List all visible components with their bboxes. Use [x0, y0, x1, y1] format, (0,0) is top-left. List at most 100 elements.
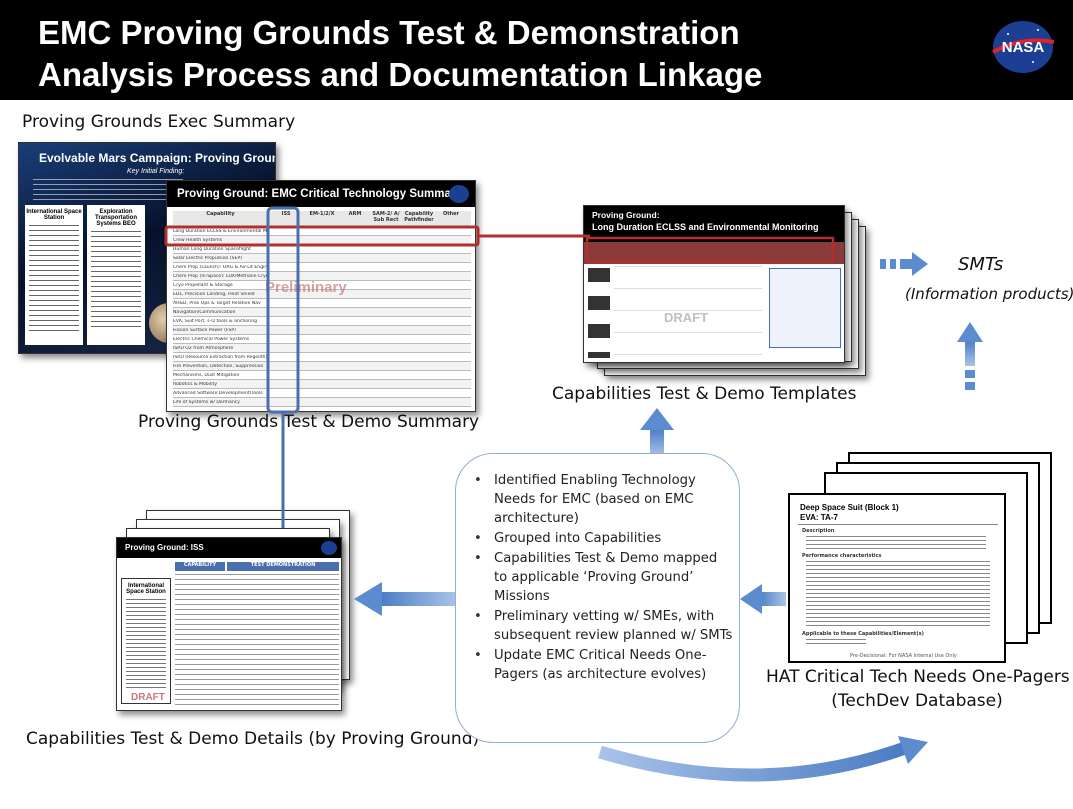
preliminary-watermark: Preliminary — [265, 279, 347, 296]
process-step: Identified Enabling Technology Needs for… — [472, 471, 734, 528]
template-side-panel — [769, 268, 841, 348]
process-step: Capabilities Test & Demo mapped to appli… — [472, 549, 734, 606]
summary-row-label: Long Duration ECLSS & Environmental Mon. — [173, 228, 268, 234]
summary-nasa-icon — [449, 185, 469, 203]
details-nasa-icon — [321, 541, 337, 555]
arrow-up-to-smts — [957, 322, 983, 390]
summary-table-header: Capability ISS EM-1/2/X ARM SAM-2/ A/ Su… — [173, 211, 471, 227]
summary-table-row: Long Duration ECLSS & Environmental Mon. — [173, 227, 471, 236]
hat-label-line1: HAT Critical Tech Needs One-Pagers — [766, 667, 1070, 687]
details-slide-title: Proving Ground: ISS — [125, 543, 204, 552]
summary-table-row: Chem Prop (Launch): ORG & Air-Lit Engine — [173, 263, 471, 272]
summary-table-row: Human Long Duration Spaceflight — [173, 245, 471, 254]
summary-table-row: Life of Systems w/ Dormancy — [173, 398, 471, 407]
arrow-up-to-templates — [640, 408, 674, 456]
hat-bullet-applicable: Applicable to these Capabilities/Element… — [802, 631, 924, 637]
details-table-lines — [175, 574, 339, 706]
summary-row-label: EVA, Suit Port, s-Q tools & anchoring — [173, 318, 258, 324]
summary-table-row: EVA, Suit Port, s-Q tools & anchoring — [173, 317, 471, 326]
summary-row-label: Cryo Propellant & Storage — [173, 282, 233, 288]
hat-footer: Pre-Decisional: For NASA Internal Use On… — [850, 653, 957, 659]
summary-table: Capability ISS EM-1/2/X ARM SAM-2/ A/ Su… — [173, 211, 471, 407]
summary-row-label: Solar Electric Propulsion (SEP) — [173, 255, 243, 261]
summary-table-row: Advanced Software Development/Tools — [173, 389, 471, 398]
process-step: Preliminary vetting w/ SMEs, with subseq… — [472, 607, 734, 645]
summary-row-label: ISRU (Resource Extraction from Regolith) — [173, 354, 268, 360]
summary-table-row: Fire Prevention, Detection, Suppression — [173, 362, 471, 371]
template-icons — [588, 268, 610, 358]
summary-row-label: Crew Health Systems — [173, 237, 223, 243]
arrow-left-to-details — [354, 582, 456, 616]
details-slide: Proving Ground: ISS CAPABILITY TEST DEMO… — [116, 537, 342, 711]
exec-slide-text-lines — [33, 179, 183, 201]
summary-row-label: Navigation/Communication — [173, 309, 236, 315]
template-draft-watermark: DRAFT — [664, 310, 709, 325]
svg-text:NASA: NASA — [1002, 39, 1045, 56]
page-title-line2: Analysis Process and Documentation Linka… — [38, 56, 763, 93]
smts-label: SMTs — [958, 254, 1004, 275]
process-steps-box: Identified Enabling Technology Needs for… — [455, 453, 740, 743]
template-slide: Proving Ground: Long Duration ECLSS and … — [583, 205, 845, 363]
summary-row-label: Chem Prop (In-Space): LOX/Methane Cryo — [173, 273, 268, 279]
summary-row-label: Advanced Software Development/Tools — [173, 390, 263, 396]
summary-row-label: Robotics & Mobility — [173, 381, 218, 387]
hat-slide: Deep Space Suit (Block 1) EVA: TA-7 Desc… — [788, 493, 1006, 663]
exec-summary-label: Proving Grounds Exec Summary — [22, 112, 296, 132]
hat-title-line2: EVA: TA-7 — [800, 513, 838, 522]
summary-table-row: Solar Electric Propulsion (SEP) — [173, 254, 471, 263]
summary-row-label: Life of Systems w/ Dormancy — [173, 399, 240, 405]
details-label: Capabilities Test & Demo Details (by Pro… — [26, 729, 480, 749]
summary-row-label: Fission Surface Power (FSP) — [173, 327, 236, 333]
arrow-left-from-hat — [740, 584, 786, 614]
summary-row-label: Electric Chemical Power Systems — [173, 336, 250, 342]
hat-title-line1: Deep Space Suit (Block 1) — [800, 503, 899, 512]
test-demo-summary-label: Proving Grounds Test & Demo Summary — [138, 412, 480, 432]
templates-label: Capabilities Test & Demo Templates — [552, 384, 857, 404]
exec-col2: Exploration Transportation Systems BEO — [87, 205, 145, 345]
summary-slide-title: Proving Ground: EMC Critical Technology … — [177, 188, 462, 200]
exec-col1: International Space Station — [25, 205, 83, 345]
summary-table-row: ISRU (Resource Extraction from Regolith) — [173, 353, 471, 362]
summary-table-row: Mechanisms, Dust Mitigation — [173, 371, 471, 380]
details-draft-watermark: DRAFT — [131, 692, 165, 703]
template-title-line2: Long Duration ECLSS and Environmental Mo… — [592, 222, 819, 232]
summary-table-row: Electric Chemical Power Systems — [173, 335, 471, 344]
tech-summary-slide: Proving Ground: EMC Critical Technology … — [166, 180, 476, 412]
summary-table-row: EDL, Precision Landing, Heat Shield — [173, 290, 471, 299]
title-banner — [0, 0, 1073, 100]
summary-row-label: Fire Prevention, Detection, Suppression — [173, 363, 264, 369]
highlight-row-red — [164, 225, 480, 247]
summary-table-row: Fission Surface Power (FSP) — [173, 326, 471, 335]
template-rows — [614, 266, 762, 358]
process-steps-list: Identified Enabling Technology Needs for… — [472, 471, 734, 685]
exec-slide-finding: Key Initial Finding: — [127, 168, 185, 175]
summary-table-row: Chem Prop (In-Space): LOX/Methane Cryo — [173, 272, 471, 281]
details-side-box: International Space Station — [121, 578, 171, 704]
summary-row-label: EDL, Precision Landing, Heat Shield — [173, 291, 255, 297]
summary-row-label: Human Long Duration Spaceflight — [173, 246, 251, 252]
summary-row-label: Chem Prop (Launch): ORG & Air-Lit Engine — [173, 264, 268, 270]
summary-table-row: Cryo Propellant & Storage — [173, 281, 471, 290]
summary-table-row: AR&D, Prox Ops & Target Relative Nav — [173, 299, 471, 308]
summary-table-row: ISRU O2 from Atmosphere — [173, 344, 471, 353]
hat-bullet-description: Description — [802, 528, 835, 534]
template-highlight-red — [585, 236, 835, 264]
arrow-to-smts — [880, 252, 928, 276]
summary-row-label: AR&D, Prox Ops & Target Relative Nav — [173, 300, 261, 306]
smts-sublabel: (Information products) — [905, 285, 1073, 303]
exec-slide-title: Evolvable Mars Campaign: Proving Grounds — [39, 151, 276, 165]
nasa-logo-icon: NASA — [992, 21, 1055, 73]
template-title-line1: Proving Ground: — [592, 210, 660, 220]
process-step: Grouped into Capabilities — [472, 529, 734, 548]
summary-table-row: Robotics & Mobility — [173, 380, 471, 389]
summary-row-label: ISRU O2 from Atmosphere — [173, 345, 234, 351]
hat-bullet-performance: Performance characteristics — [802, 553, 882, 559]
details-col-test: TEST DEMONSTRATION — [227, 562, 339, 571]
details-col-capability: CAPABILITY — [175, 562, 225, 571]
summary-table-row: Navigation/Communication — [173, 308, 471, 317]
summary-row-label: Mechanisms, Dust Mitigation — [173, 372, 240, 378]
process-step: Update EMC Critical Needs One-Pagers (as… — [472, 646, 734, 684]
page-title-line1: EMC Proving Grounds Test & Demonstration — [38, 14, 740, 51]
highlight-column-blue — [266, 206, 300, 414]
